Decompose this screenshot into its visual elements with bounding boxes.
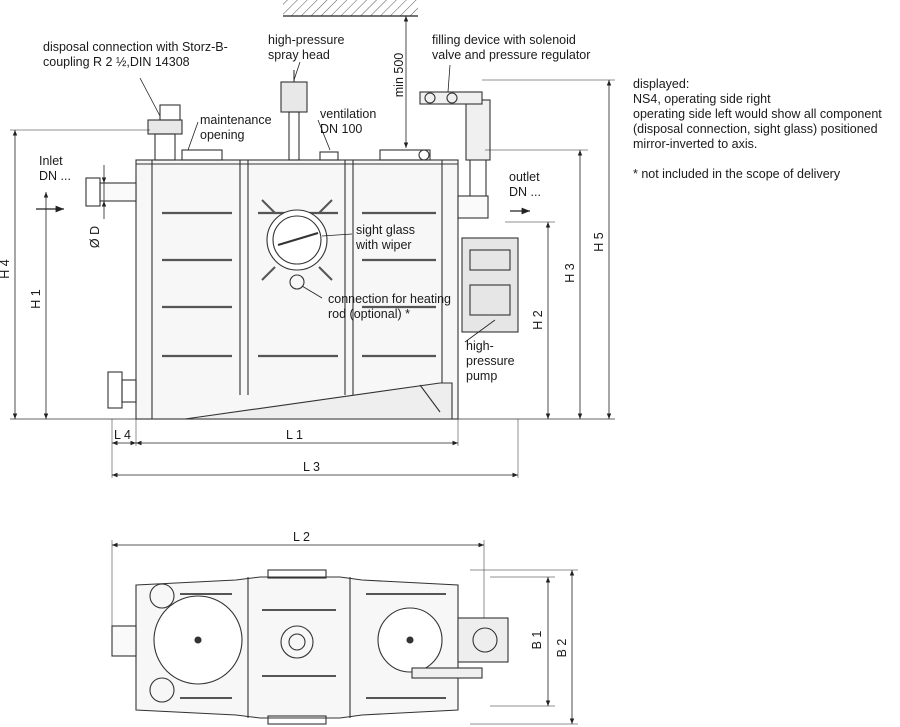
disposal-label: disposal connection with Storz-B- coupli… [43, 40, 228, 70]
heating-rod-label-line2: rod (optional) * [328, 307, 410, 321]
notes-line5: mirror-inverted to axis. [633, 137, 758, 151]
outlet-label: outlet DN ... [509, 170, 541, 200]
sight-glass-label: sight glass with wiper [356, 223, 415, 253]
h5-label: H 5 [592, 232, 606, 252]
filling-device-label-line2: valve and pressure regulator [432, 48, 591, 62]
b1-label: B 1 [530, 630, 544, 650]
l3-label: L 3 [303, 460, 320, 474]
outlet-label-line1: outlet [509, 170, 540, 184]
notes-block: displayed: NS4, operating side right ope… [633, 77, 895, 182]
filling-device-label: filling device with solenoid valve and p… [432, 33, 590, 63]
b2-label: B 2 [555, 638, 569, 658]
pump-label-line3: pump [466, 369, 498, 383]
pump-label-line2: pressure [466, 354, 515, 368]
pump-label-line1: high- [466, 339, 494, 353]
disposal-label-line1: disposal connection with Storz-B- [43, 40, 228, 54]
notes-line2: NS4, operating side right [633, 92, 771, 106]
top-dimension-lines [111, 540, 578, 725]
filling-device-label-line1: filling device with solenoid [432, 33, 576, 47]
spray-head-label: high-pressure spray head [268, 33, 344, 63]
ceiling-hatch [283, 0, 418, 17]
inlet-label: Inlet DN ... [39, 154, 71, 184]
h1-label: H 1 [29, 289, 43, 309]
notes-line3: operating side left would show all compo… [633, 107, 882, 121]
l2-label: L 2 [293, 530, 310, 544]
notes-footnote: * not included in the scope of delivery [633, 167, 841, 181]
inlet-label-line1: Inlet [39, 154, 63, 168]
inlet-label-line2: DN ... [39, 169, 71, 183]
pump-label: high- pressure pump [466, 339, 515, 384]
ventilation-label-line1: ventilation [320, 107, 377, 121]
outlet-label-line2: DN ... [509, 185, 541, 199]
h3-label: H 3 [563, 263, 577, 283]
ventilation-label-line2: DN 100 [320, 122, 363, 136]
od-label: Ø D [88, 225, 102, 249]
notes-line1: displayed: [633, 77, 690, 91]
sight-glass-label-line1: sight glass [356, 223, 416, 237]
h2-label: H 2 [531, 310, 545, 330]
maintenance-label-line1: maintenance [200, 113, 272, 127]
top-view [111, 569, 509, 725]
maintenance-label-line2: opening [200, 128, 245, 142]
l4-label: L 4 [114, 428, 131, 442]
side-dimension-lines [10, 16, 615, 478]
spray-head-label-line1: high-pressure [268, 33, 345, 47]
ventilation-label: ventilation DN 100 [320, 107, 376, 137]
sight-glass-label-line2: with wiper [356, 238, 412, 252]
disposal-label-line2: coupling R 2 ½,DIN 14308 [43, 55, 190, 69]
side-view [10, 70, 615, 420]
heating-rod-label-line1: connection for heating [328, 292, 452, 306]
notes-line4: (disposal connection, sight glass) posit… [633, 122, 878, 136]
min500-label: min 500 [392, 52, 406, 98]
h4-label: H 4 [0, 254, 12, 284]
l1-label: L 1 [286, 428, 303, 442]
maintenance-label: maintenance opening [200, 113, 272, 143]
heating-rod-label: connection for heating rod (optional) * [328, 292, 451, 322]
spray-head-label-line2: spray head [268, 48, 330, 62]
